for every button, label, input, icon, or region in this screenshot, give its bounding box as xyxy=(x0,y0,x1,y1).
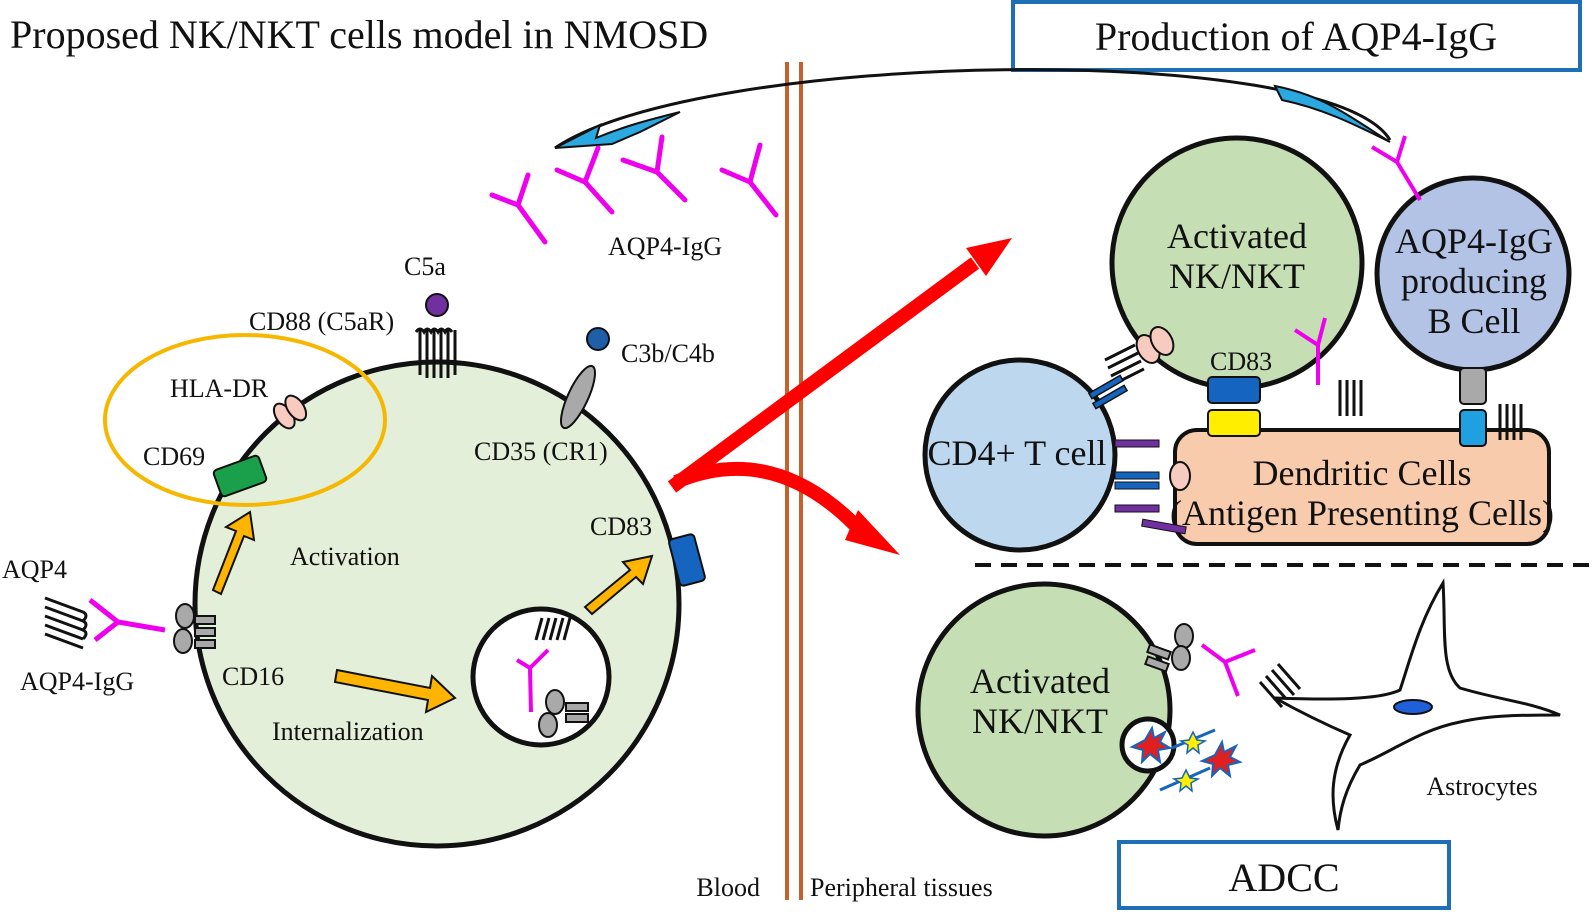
surface-antibody xyxy=(88,598,166,642)
red-arrow-up-shaft xyxy=(667,257,980,493)
c5a-ligand xyxy=(425,293,449,317)
cd16-label: CD16 xyxy=(222,662,284,691)
internalization-label: Internalization xyxy=(272,717,424,746)
nk-coil-receptor xyxy=(1104,343,1145,386)
astrocyte-nucleus xyxy=(1393,699,1433,715)
peripheral-tissues-label: Peripheral tissues xyxy=(810,873,993,902)
cd88-label: CD88 (C5aR) xyxy=(249,307,394,336)
cd88-receptor xyxy=(414,327,457,378)
blood-label: Blood xyxy=(696,873,760,902)
activation-arrow xyxy=(211,510,256,596)
cd16-receptor xyxy=(173,603,216,654)
cd83-receptor-production xyxy=(1207,376,1261,404)
aqp4-antigen xyxy=(44,596,88,650)
c5a-label: C5a xyxy=(404,252,446,281)
cd83-label: CD83 xyxy=(590,512,652,541)
production-box-label: Production of AQP4-IgG xyxy=(1095,14,1497,59)
internalized-cd16 xyxy=(538,689,589,738)
adcc-box xyxy=(1117,840,1451,910)
activation-marker-ring xyxy=(103,333,387,507)
red-arrow-down-shaft xyxy=(673,461,860,530)
activated-nk-adcc xyxy=(915,581,1173,839)
cd83-ligand-yellow xyxy=(1207,409,1261,437)
cd4-t-cell-label: CD4+ T cell xyxy=(928,433,1107,473)
cd4-t-cell xyxy=(922,357,1118,553)
tcell-dc-interactions xyxy=(1114,439,1191,535)
internalization-arrow xyxy=(333,668,457,714)
cytotoxic-granules xyxy=(1129,725,1243,793)
aqp4-label: AQP4 xyxy=(2,555,67,584)
activated-nk-label-2: NK/NKT xyxy=(1169,256,1305,296)
dendritic-label-1: Dendritic Cells xyxy=(1253,453,1472,493)
cd35-label: CD35 (CR1) xyxy=(474,437,608,466)
b-cell-label-2: producing xyxy=(1401,261,1547,301)
c3b-label: C3b/C4b xyxy=(621,339,715,368)
internalization-to-cd83-arrow xyxy=(583,554,654,616)
activated-nk-label-1: Activated xyxy=(1167,216,1307,256)
c3b-ligand xyxy=(586,327,610,351)
dc-aqp4-middle xyxy=(1338,380,1363,416)
nk-cell xyxy=(192,359,682,849)
adcc-cd16-receptor xyxy=(1144,623,1194,673)
cd83-label-production: CD83 xyxy=(1210,347,1272,376)
recirculation-arrow-tail xyxy=(1273,84,1391,143)
b-cell-receptor xyxy=(1459,367,1487,405)
red-arrow-down-head xyxy=(845,510,900,555)
red-arrow-up-head xyxy=(966,238,1012,276)
b-cell-label-3: B Cell xyxy=(1427,301,1520,341)
adcc-nk-label-2: NK/NKT xyxy=(972,701,1108,741)
recirculation-arrow-outline xyxy=(554,68,1392,150)
recirculation-arrow-head xyxy=(554,111,681,149)
hla-dr-label: HLA-DR xyxy=(170,374,269,403)
adcc-nk-label-1: Activated xyxy=(970,661,1110,701)
free-antibodies xyxy=(489,134,779,245)
b-cell-label-1: AQP4-IgG xyxy=(1395,221,1553,261)
page-title: Proposed NK/NKT cells model in NMOSD xyxy=(10,12,708,57)
free-aqp4-igg-label: AQP4-IgG xyxy=(608,232,722,261)
aqp4-igg-label: AQP4-IgG xyxy=(20,667,134,696)
cd69-receptor xyxy=(212,454,268,498)
adcc-box-label: ADCC xyxy=(1228,855,1339,900)
adcc-antibody xyxy=(1200,643,1256,697)
cd35-receptor xyxy=(560,364,596,430)
dendritic-label-2: (Antigen Presenting Cells) xyxy=(1170,493,1554,533)
cd69-label: CD69 xyxy=(143,442,205,471)
cd83-receptor xyxy=(668,533,706,587)
internalized-aqp4 xyxy=(534,617,572,641)
astrocytes-label: Astrocytes xyxy=(1426,772,1537,801)
hla-dr-receptor xyxy=(272,394,308,430)
internalized-antibody xyxy=(515,648,550,713)
nk-hla-receptor xyxy=(1135,326,1175,364)
activation-label: Activation xyxy=(290,542,400,571)
b-cell-antibody xyxy=(1370,135,1422,202)
dc-antibody xyxy=(1293,317,1327,385)
astrocyte-aqp4 xyxy=(1258,663,1302,708)
dc-receptor-blue xyxy=(1459,409,1487,447)
production-box xyxy=(1011,0,1582,72)
dc-aqp4-right xyxy=(1498,404,1523,440)
t-cell-receptor xyxy=(1087,374,1129,410)
